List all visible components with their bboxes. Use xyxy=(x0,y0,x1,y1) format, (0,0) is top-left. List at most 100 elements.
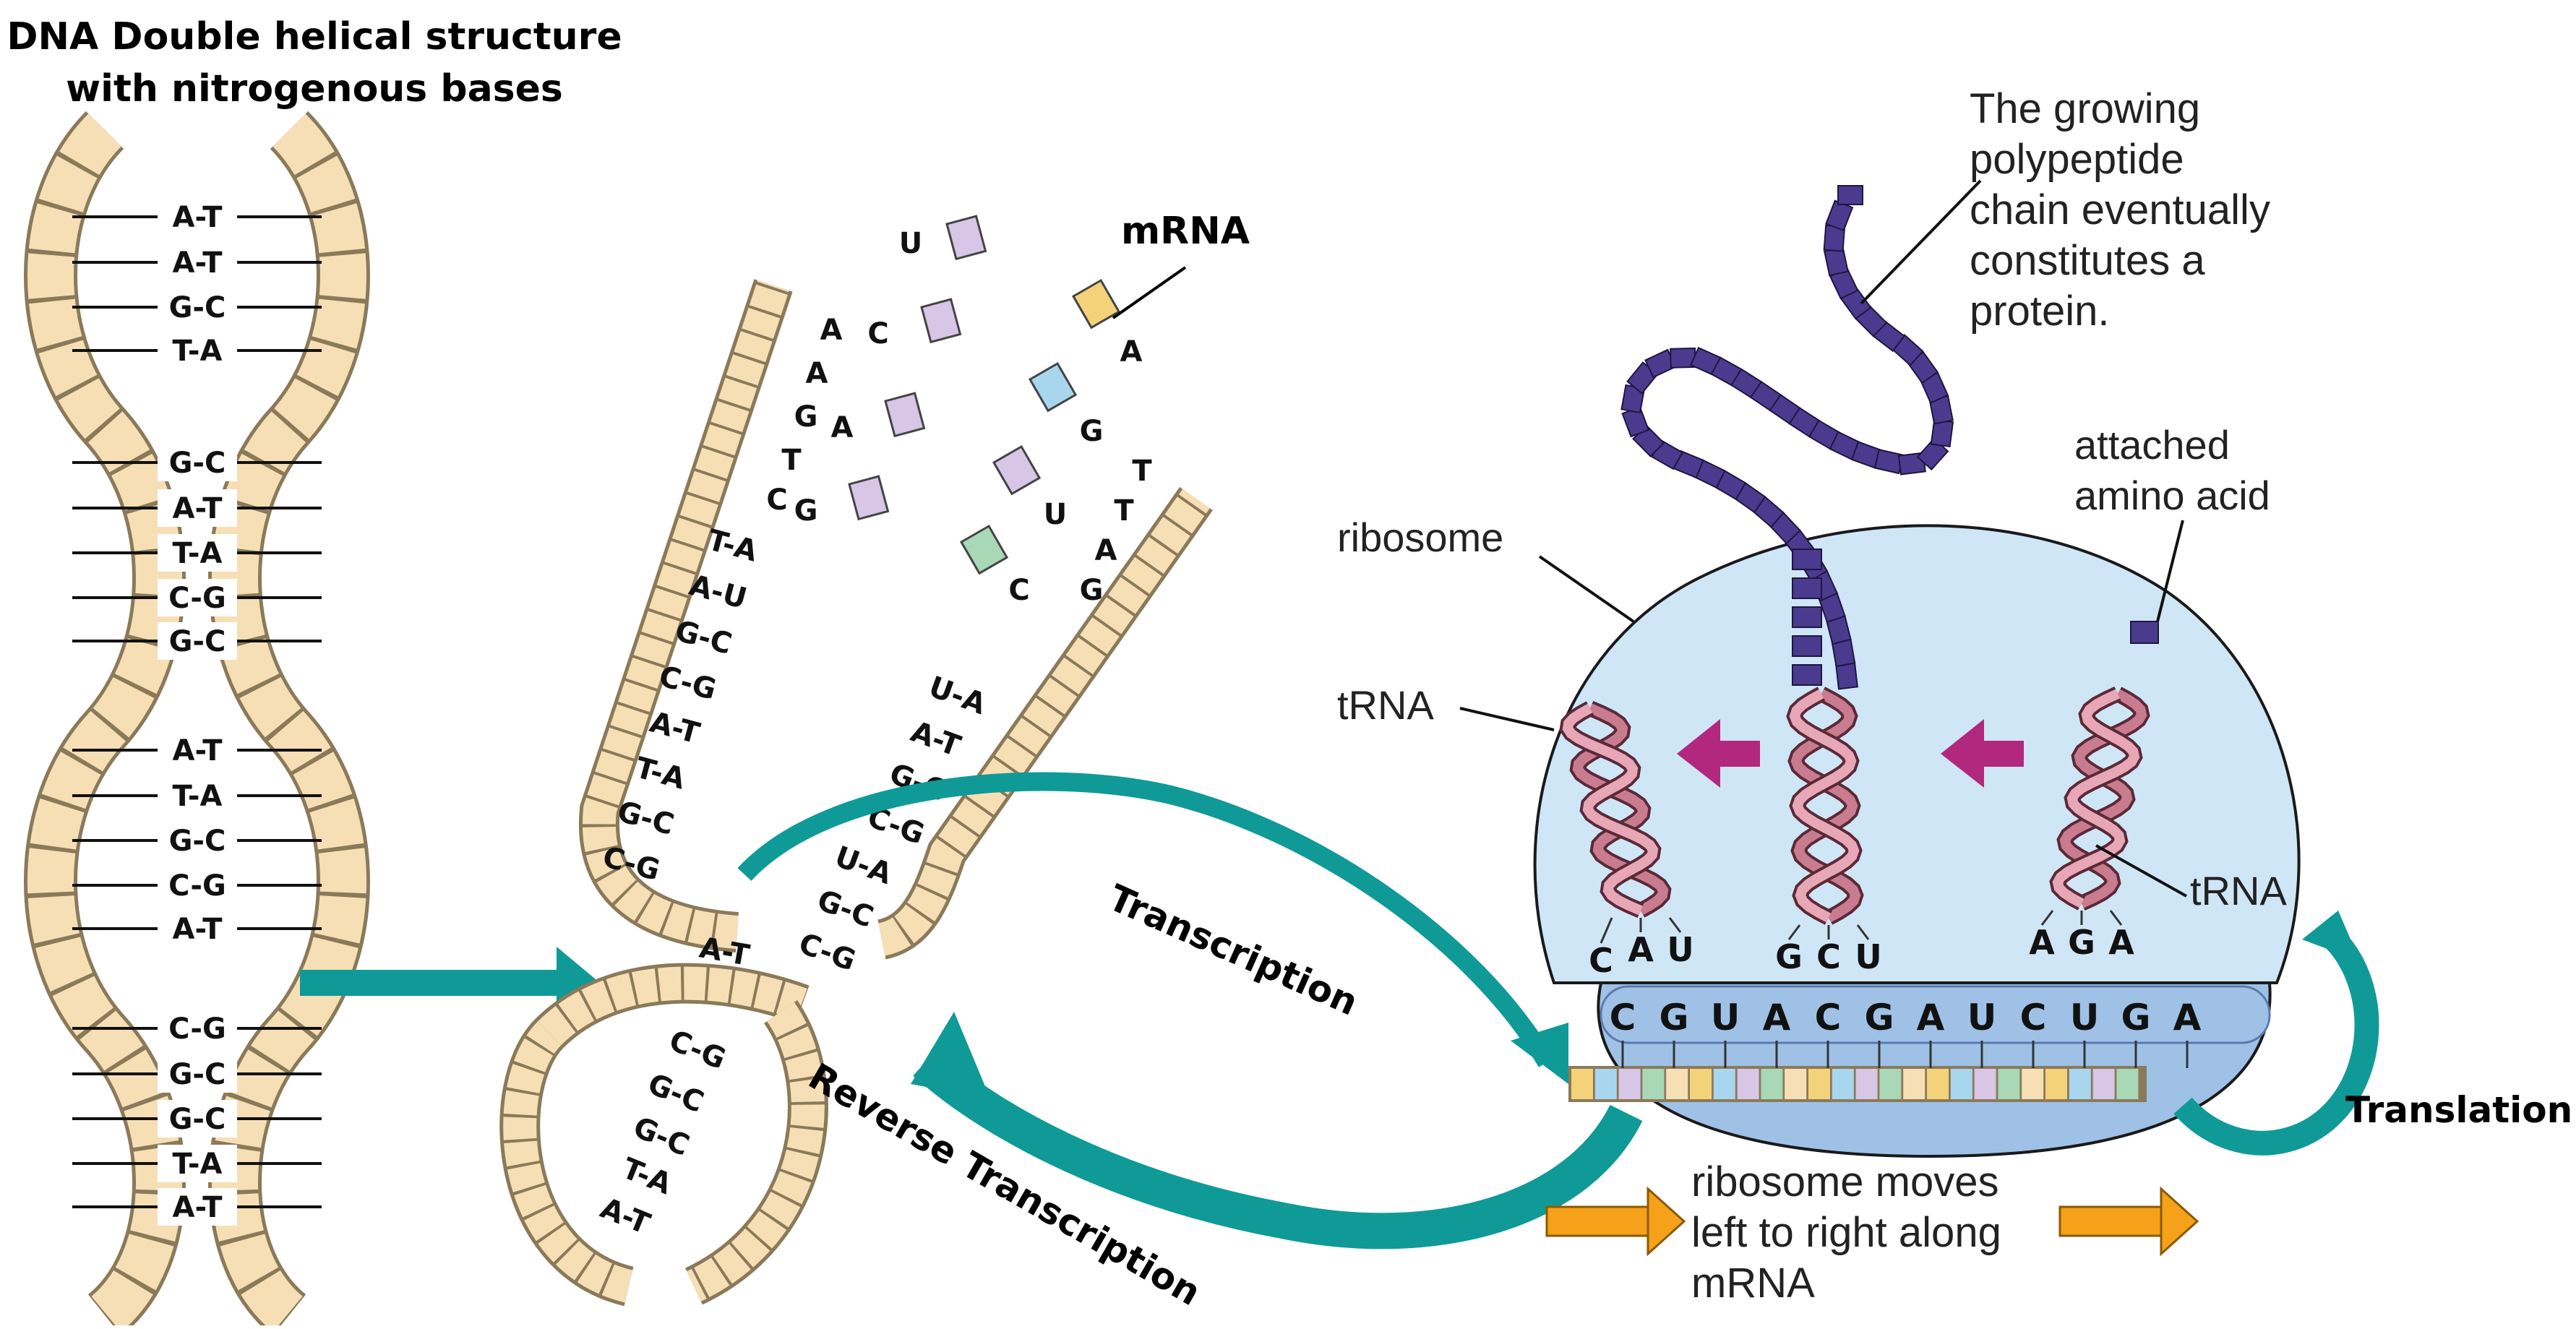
dna-base-pair: A-T xyxy=(173,734,223,767)
transcription-right-pair: A-T xyxy=(906,715,965,763)
dna-base-pair: C-G xyxy=(168,582,226,615)
ribosome-label-leader xyxy=(1538,555,1635,623)
dna-rung-label-bg xyxy=(158,489,237,527)
reverse-transcription-arrow-head xyxy=(911,1012,990,1098)
trna-backbone xyxy=(1789,689,1860,923)
anticodon-base: A xyxy=(2108,923,2134,962)
mrna-nucleotide xyxy=(1808,1069,1830,1099)
free-rna-nucleotide xyxy=(884,392,926,438)
trna-backbone xyxy=(1572,703,1669,916)
anticodon-stem xyxy=(2109,910,2123,926)
anticodon-base: C xyxy=(1816,937,1841,976)
dna-base-pair: A-T xyxy=(173,492,223,525)
free-rna-nucleotide xyxy=(1071,278,1121,330)
free-dna-base: A xyxy=(820,314,843,347)
mrna-nucleotide xyxy=(1618,1069,1641,1099)
transcription-left-pair: T-A xyxy=(632,751,689,796)
anticodon-base: C xyxy=(1589,941,1613,980)
amino-acid-label-leader xyxy=(2156,520,2184,622)
mrna-codon-base: C xyxy=(2020,997,2047,1038)
dna-rung-label-bg xyxy=(158,1100,237,1137)
free-dna-base: A xyxy=(806,357,828,390)
free-rna-nucleotide xyxy=(1028,361,1078,413)
anticodon-base: U xyxy=(1855,937,1881,976)
bottom-loop-pair: A-T xyxy=(596,1192,655,1242)
mrna-codon-base: A xyxy=(1917,997,1945,1038)
title-line-2: with nitrogenous bases xyxy=(66,67,563,111)
mrna-codon-base: C xyxy=(1815,997,1842,1038)
polypeptide-chain xyxy=(1620,185,2159,690)
free-rna-base: A xyxy=(1120,335,1143,369)
mrna-nucleotide xyxy=(1666,1069,1688,1099)
free-rna-nucleotide xyxy=(920,298,962,344)
free-dna-base: C xyxy=(766,483,787,517)
mrna-codon-base: G xyxy=(2121,997,2150,1038)
bottom-loop-pair: T-A xyxy=(617,1152,676,1202)
mrna-nucleotide xyxy=(1855,1069,1878,1099)
moves-text-line-1: ribosome moves xyxy=(1691,1158,1998,1205)
ribosome-codon-band xyxy=(1600,985,2271,1044)
polypeptide-text-line-4: constitutes a xyxy=(1970,237,2205,284)
dna-rung-label-bg xyxy=(158,1010,237,1047)
mrna-nucleotide xyxy=(1974,1069,1996,1099)
mrna-codon-base: U xyxy=(1967,997,1997,1038)
transcription-left-pair: G-C xyxy=(671,614,735,661)
dna-base-pair: A-T xyxy=(173,201,223,234)
free-dna-base: G xyxy=(794,400,818,434)
dna-rung-label-bg xyxy=(158,244,237,281)
mrna-nucleotide xyxy=(1950,1069,1972,1099)
dna-rung-label-bg xyxy=(158,1188,237,1226)
mrna-nucleotide xyxy=(2069,1069,2091,1099)
dna-base-pair: G-C xyxy=(169,447,226,480)
polypeptide-label-leader xyxy=(1860,179,1982,305)
trna-backbone xyxy=(1562,703,1659,916)
trna-backbone xyxy=(2052,689,2140,908)
free-rna-base: U xyxy=(899,227,922,260)
moves-text-line-2: left to right along xyxy=(1691,1209,2001,1256)
transcription-right-pair: U-A xyxy=(924,670,990,721)
mrna-nucleotide xyxy=(1713,1069,1735,1099)
translation-arrow-head xyxy=(2302,911,2360,961)
dna-rung-label-bg xyxy=(158,822,237,859)
dna-base-pair: T-A xyxy=(173,780,223,813)
transcription-left-pair: T-A xyxy=(704,523,761,568)
free-dna-base: A xyxy=(1095,534,1117,567)
dna-rung-label-bg xyxy=(158,866,237,904)
free-rna-base: A xyxy=(831,411,854,444)
free-dna-base: T xyxy=(781,444,802,477)
amino-acid-bead xyxy=(1837,185,1863,205)
dna-base-pair: A-T xyxy=(173,1191,223,1224)
anticodon-stem xyxy=(1787,924,1801,940)
anticodon-stem xyxy=(1668,917,1682,933)
free-rna-nucleotide xyxy=(945,215,987,261)
transcription-arrow-head xyxy=(1511,1023,1568,1084)
orange-arrow-right xyxy=(2058,1186,2199,1257)
mrna-nucleotide xyxy=(1927,1069,1949,1099)
polypeptide-text-line-3: chain eventually xyxy=(1970,186,2270,233)
mrna-codon-base: G xyxy=(1659,997,1688,1038)
dna-rung-label-bg xyxy=(158,579,237,616)
template-strand-right xyxy=(877,489,1210,956)
dna-rung-label-bg xyxy=(158,1145,237,1182)
trna-backbone xyxy=(1790,689,1861,923)
translation-label: Translation xyxy=(2345,1089,2572,1131)
mrna-nucleotide xyxy=(1785,1069,1807,1099)
mrna-nucleotide xyxy=(2045,1069,2067,1099)
free-dna-base: G xyxy=(1080,574,1104,607)
dna-rung-label-bg xyxy=(158,777,237,814)
trna-backbone xyxy=(2059,689,2147,908)
amino-acid-bead xyxy=(1792,635,1822,657)
free-rna-nucleotide xyxy=(959,524,1009,575)
free-dna-base: T xyxy=(1114,494,1134,528)
amino-acid-label-line-1: attached xyxy=(2074,422,2230,468)
mrna-nucleotide xyxy=(1998,1069,2020,1099)
mrna-nucleotide xyxy=(2116,1069,2139,1099)
trna-right-label: tRNA xyxy=(2190,868,2287,913)
transcription-right-pair: U-A xyxy=(830,840,896,891)
